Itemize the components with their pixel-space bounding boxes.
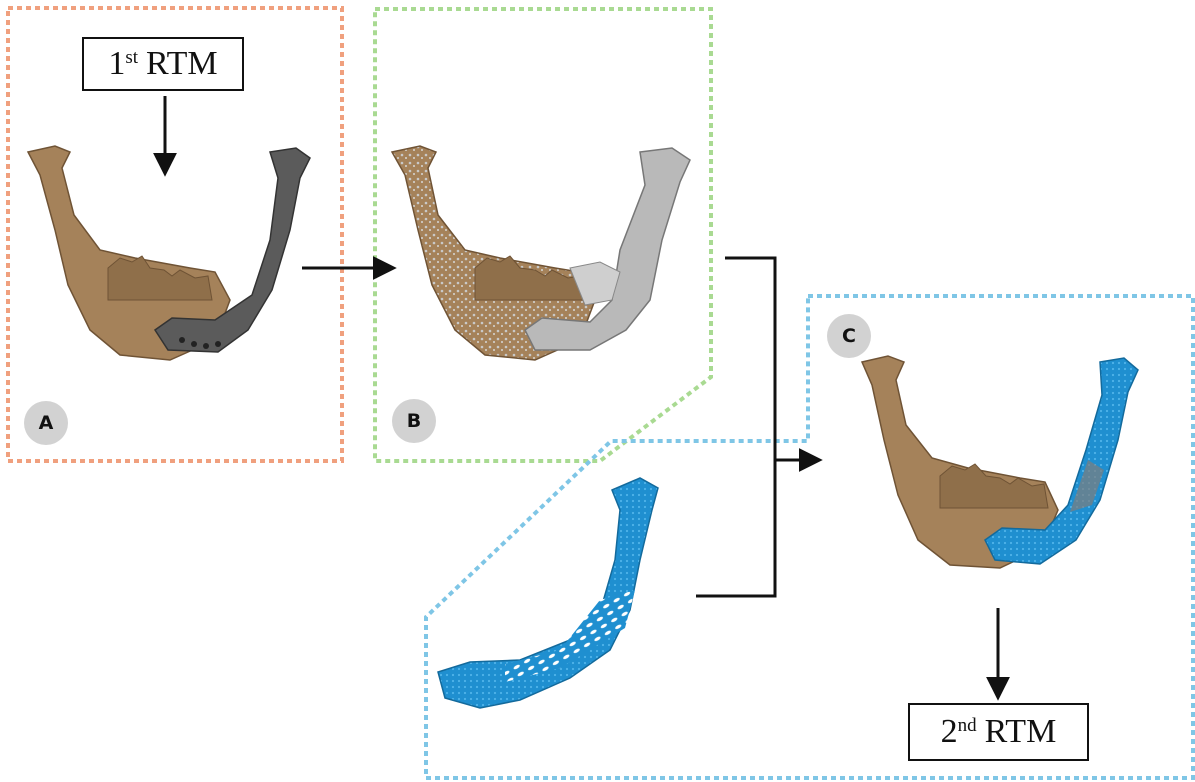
- second-rtm-number: 2: [941, 713, 958, 751]
- panel-a-badge: A: [24, 401, 68, 445]
- second-rtm-suffix: nd: [958, 715, 977, 737]
- panel-b-badge: B: [392, 399, 436, 443]
- blue-implant: [438, 478, 658, 708]
- first-rtm-number: 1: [108, 45, 125, 83]
- mandible-c: [862, 356, 1138, 568]
- mandible-a: [28, 146, 310, 360]
- first-rtm-suffix: st: [125, 47, 138, 69]
- panel-c-badge: C: [827, 314, 871, 358]
- first-rtm-text: RTM: [146, 45, 218, 83]
- bracket-connector: [696, 258, 775, 596]
- mandible-b: [392, 146, 690, 360]
- second-rtm-text: RTM: [985, 713, 1057, 751]
